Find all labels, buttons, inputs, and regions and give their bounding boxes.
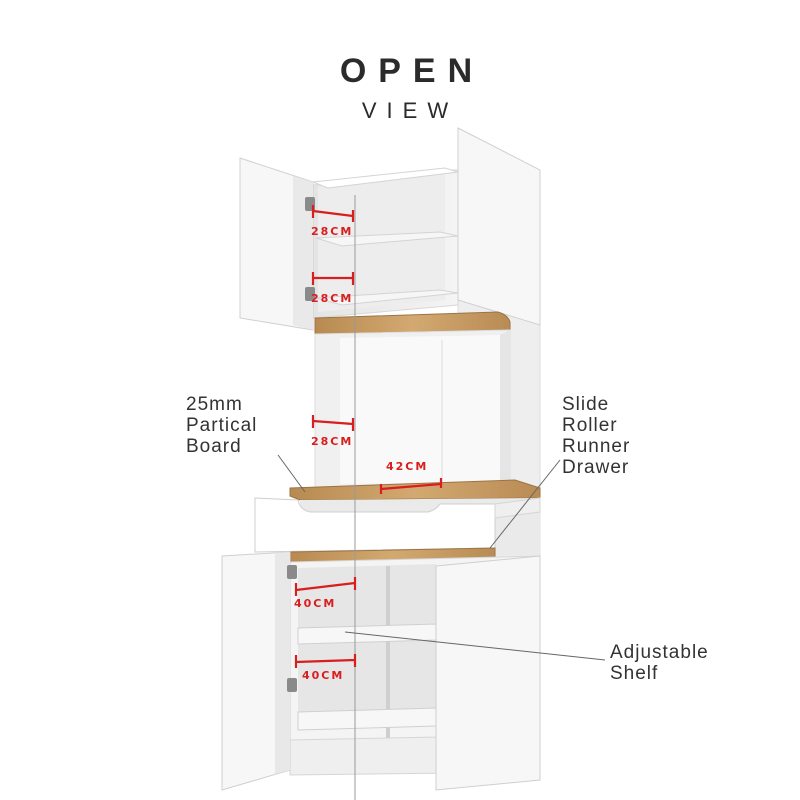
callout-drawer: Slide Roller Runner Drawer — [562, 394, 631, 478]
dimension-label: 28CM — [311, 292, 353, 305]
lower-right-door — [435, 555, 541, 791]
lower-left-door — [221, 551, 291, 791]
dimension-label: 40CM — [294, 597, 336, 610]
title-open: OPEN — [339, 52, 485, 90]
middle-niche — [314, 329, 511, 491]
middle-top-board — [314, 311, 511, 335]
dimension-label: 42CM — [386, 460, 428, 473]
leader-lines — [277, 454, 606, 661]
dimension-markers — [294, 205, 443, 668]
callout-adjustable-shelf: Adjustable Shelf — [610, 642, 709, 684]
upper-left-door — [239, 157, 314, 331]
callout-particle-board: 25mm Partical Board — [186, 394, 258, 457]
dimension-label: 28CM — [311, 225, 353, 238]
title-view: VIEW — [361, 98, 459, 123]
upper-right-door — [457, 127, 541, 326]
drawer — [254, 497, 541, 558]
dimension-label: 28CM — [311, 435, 353, 448]
dimension-label: 40CM — [302, 669, 344, 682]
